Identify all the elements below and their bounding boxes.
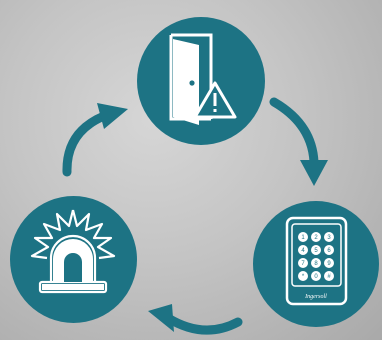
keypad-key-label: 3 <box>327 235 331 241</box>
keypad-key <box>324 258 334 268</box>
alarm-node <box>10 196 137 323</box>
door-node <box>137 17 265 145</box>
keypad-key-label: 1 <box>301 235 305 241</box>
open-door-warning-icon <box>169 33 237 125</box>
keypad-key-label: 0 <box>314 274 318 280</box>
keypad-key <box>298 245 308 255</box>
keypad-key <box>311 258 321 268</box>
keypad-key-label: 2 <box>314 235 318 241</box>
keypad-key-label: 4 <box>301 248 305 254</box>
keypad-key <box>311 271 321 281</box>
keypad-key-label: 5 <box>314 248 318 254</box>
keypad-key <box>298 232 308 242</box>
keypad-key <box>298 258 308 268</box>
alarm-siren-icon <box>30 209 116 294</box>
keypad-key-label: # <box>327 274 331 280</box>
access-keypad-icon: 1 2 3 4 5 6 7 8 9 * 0 # Ingersoll <box>285 216 348 306</box>
keypad-key <box>298 271 308 281</box>
keypad-key <box>324 232 334 242</box>
keypad-node: 1 2 3 4 5 6 7 8 9 * 0 # Ingersoll <box>253 201 379 327</box>
keypad-key-label: 8 <box>314 261 318 267</box>
keypad-key <box>311 245 321 255</box>
keypad-key-label: 6 <box>327 248 331 254</box>
keypad-key-label: * <box>302 274 305 280</box>
keypad-key <box>324 245 334 255</box>
keypad-key-label: 9 <box>327 261 331 267</box>
keypad-brand: Ingersoll <box>304 294 327 300</box>
keypad-key-label: 7 <box>301 261 305 267</box>
keypad-key <box>311 232 321 242</box>
keypad-key <box>324 271 334 281</box>
